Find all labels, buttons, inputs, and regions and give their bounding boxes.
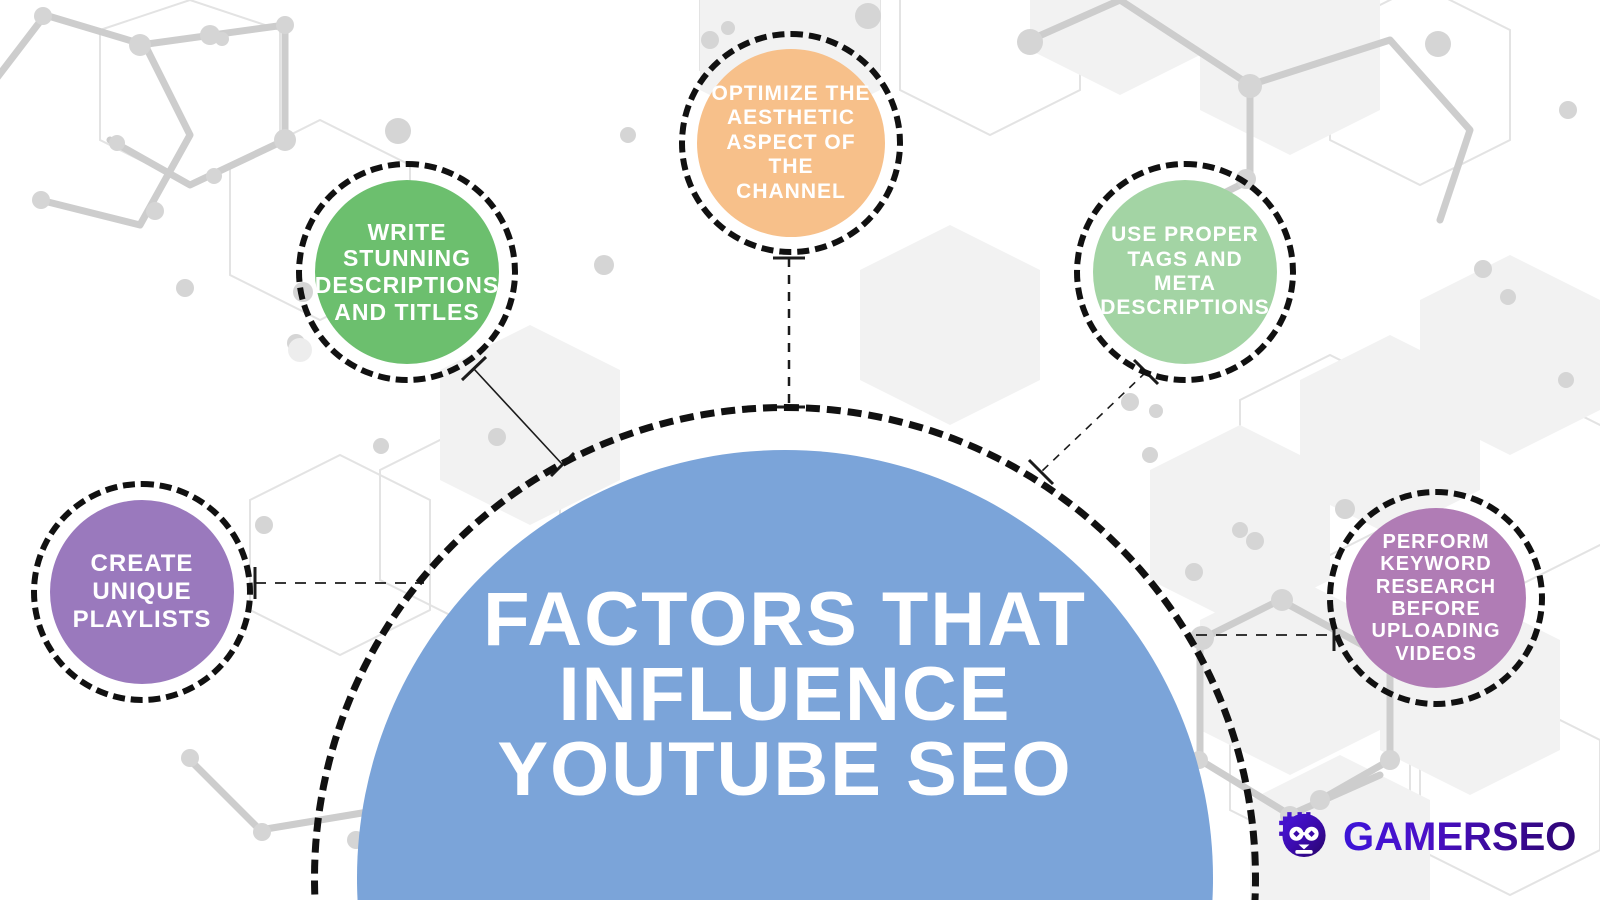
node-write-descriptions[interactable]: WRITE STUNNING DESCRIPTIONS AND TITLES bbox=[315, 180, 499, 364]
node-label-descriptions-line-3: DESCRIPTIONS bbox=[314, 272, 500, 298]
node-label-descriptions-line-1: WRITE bbox=[367, 218, 447, 245]
node-label-aesthetic-line-4: CHANNEL bbox=[736, 179, 846, 203]
node-label-playlists-line-1: CREATE bbox=[90, 550, 194, 578]
gear-robot-face-icon bbox=[1279, 812, 1326, 857]
node-keyword-research[interactable]: PERFORM KEYWORD RESEARCH BEFORE UPLOADIN… bbox=[1346, 508, 1526, 688]
page-title: FACTORS THAT INFLUENCE YOUTUBE SEO bbox=[395, 577, 1175, 813]
node-label-keyword-line-2: KEYWORD bbox=[1380, 553, 1492, 576]
node-optimize-aesthetic[interactable]: OPTIMIZE THE AESTHETIC ASPECT OF THE CHA… bbox=[697, 49, 885, 237]
node-label-descriptions: WRITE STUNNING DESCRIPTIONS AND TITLES bbox=[305, 219, 510, 326]
node-label-keyword-line-6: VIDEOS bbox=[1395, 642, 1477, 665]
node-label-tags-line-2: TAGS AND bbox=[1127, 247, 1243, 271]
node-ring-aesthetic bbox=[679, 31, 903, 255]
node-label-playlists-line-3: PLAYLISTS bbox=[72, 605, 212, 633]
node-label-descriptions-line-2: STUNNING bbox=[342, 245, 472, 272]
node-label-descriptions-line-4: AND TITLES bbox=[334, 298, 480, 325]
connector-aesthetic bbox=[773, 256, 805, 409]
node-create-playlists[interactable]: CREATE UNIQUE PLAYLISTS bbox=[50, 500, 234, 684]
node-label-tags-line-3: META bbox=[1154, 272, 1216, 295]
node-label-tags: USE PROPER TAGS AND META DESCRIPTIONS bbox=[1090, 223, 1280, 320]
node-label-keyword: PERFORM KEYWORD RESEARCH BEFORE UPLOADIN… bbox=[1362, 531, 1511, 665]
node-label-playlists: CREATE UNIQUE PLAYLISTS bbox=[63, 550, 222, 633]
node-ring-playlists bbox=[31, 481, 253, 703]
page-title-line-1: FACTORS THAT bbox=[483, 577, 1087, 662]
connector-descriptions bbox=[460, 355, 576, 478]
node-label-tags-line-4: DESCRIPTIONS bbox=[1100, 296, 1270, 320]
node-label-playlists-line-2: UNIQUE bbox=[92, 578, 192, 606]
node-label-aesthetic: OPTIMIZE THE AESTHETIC ASPECT OF THE CHA… bbox=[697, 82, 885, 204]
brand-logo[interactable]: GAMERSEO bbox=[1277, 810, 1576, 864]
node-label-aesthetic-line-2: AESTHETIC bbox=[726, 106, 855, 130]
node-ring-descriptions bbox=[296, 161, 518, 383]
brand-logo-text: GAMERSEO bbox=[1343, 815, 1577, 859]
node-label-keyword-line-4: BEFORE bbox=[1391, 598, 1481, 620]
page-title-line-3: YOUTUBE SEO bbox=[497, 727, 1073, 813]
node-label-keyword-line-5: UPLOADING bbox=[1371, 620, 1501, 643]
node-label-aesthetic-line-1: OPTIMIZE THE bbox=[711, 82, 871, 106]
node-label-keyword-line-3: RESEARCH bbox=[1375, 575, 1497, 598]
node-ring-keyword bbox=[1327, 489, 1545, 707]
page-title-line-2: INFLUENCE bbox=[558, 652, 1012, 738]
connector-tags bbox=[1027, 358, 1160, 486]
node-label-aesthetic-line-3: ASPECT OF THE bbox=[726, 130, 856, 179]
node-ring-tags bbox=[1074, 161, 1296, 383]
connector-keyword bbox=[1196, 619, 1336, 651]
node-use-proper-tags[interactable]: USE PROPER TAGS AND META DESCRIPTIONS bbox=[1093, 180, 1277, 364]
node-label-keyword-line-1: PERFORM bbox=[1382, 530, 1490, 553]
node-label-tags-line-1: USE PROPER bbox=[1111, 223, 1259, 247]
